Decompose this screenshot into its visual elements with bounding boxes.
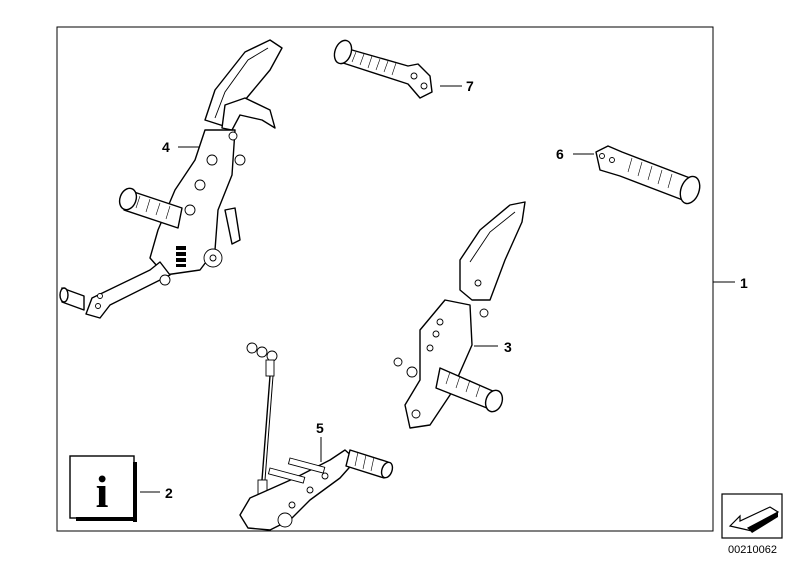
arrow-nav-icon[interactable] [721,493,783,539]
footpeg-part-7 [333,39,433,99]
doc-number: 00210062 [728,544,777,556]
rearset-plate-part-3 [393,201,526,429]
rearset-assembly-part-4 [59,39,283,319]
info-icon: i [96,466,109,517]
info-box-part-2: i [69,455,137,522]
callout-1: 1 [740,275,748,291]
shift-lever-part-5 [239,342,394,531]
diagram-frame [56,26,714,532]
callout-3: 3 [504,339,512,355]
callout-5: 5 [316,420,324,436]
callout-6: 6 [556,146,564,162]
footpeg-part-6 [595,145,701,205]
callout-7: 7 [466,78,474,94]
callout-2: 2 [165,485,173,501]
callout-4: 4 [162,139,170,155]
